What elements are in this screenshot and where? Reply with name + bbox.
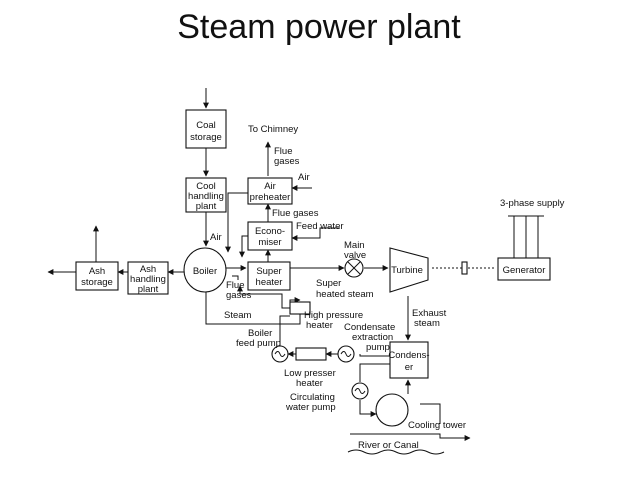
condenser-label-1: Condens- [388, 350, 429, 361]
cooling-out-line [359, 363, 390, 382]
coal-storage-label-2: storage [190, 132, 222, 143]
super-heated-steam-2: heated steam [316, 289, 374, 300]
cwp-label-2: water pump [285, 402, 336, 413]
ash-handling-plant: Ash handling plant [127, 261, 169, 295]
coal-handling-label-1: Cool [196, 181, 216, 192]
river-label: River or Canal [358, 440, 419, 451]
boiler: Boiler [183, 247, 227, 293]
coal-handling-label-2: handling [188, 191, 224, 202]
ash-storage-label-1: Ash [89, 266, 105, 277]
condenser: Condens- er [388, 341, 430, 379]
to-chimney-label: To Chimney [248, 124, 298, 135]
river-wave [347, 449, 445, 455]
cep-label-3: pump [366, 342, 390, 353]
condenser-label-2: er [405, 362, 413, 373]
coal-storage-label-1: Coal [196, 120, 216, 131]
flow-lines [47, 88, 544, 455]
main-valve-label-2: valve [344, 250, 366, 261]
turbine: Turbine [389, 247, 429, 293]
bfp-label-1: Boiler [248, 328, 272, 339]
ash-handling-label-2: handling [130, 274, 166, 285]
cooling-tower-label: Cooling tower [408, 420, 466, 431]
preheated-air-arrow [225, 192, 248, 253]
super-heater-label-2: heater [256, 277, 283, 288]
feed-water-label: Feed water [296, 221, 344, 232]
hp-heater-label-1: High pressure [304, 310, 363, 321]
exhaust-steam-label-1: Exhaust [412, 308, 447, 319]
economiser: Econo- miser [247, 221, 293, 251]
ash-handling-label-3: plant [138, 284, 159, 295]
high-pressure-heater [289, 301, 311, 315]
air-right-label: Air [298, 172, 310, 183]
boiler-feed-pump [271, 345, 289, 363]
river-arrow [350, 433, 471, 441]
economiser-label-2: miser [258, 237, 281, 248]
feed-water-arrow [291, 227, 340, 241]
flue-gases-mid-label: Flue gases [272, 208, 319, 219]
coal-handling-label-3: plant [196, 201, 217, 212]
free-labels: To Chimney Flue gases Air Flue gases Fee… [210, 124, 565, 451]
exhaust-steam-label-2: steam [414, 318, 440, 329]
cooling-tower [375, 393, 409, 427]
shaft-coupling [461, 261, 468, 275]
economiser-to-boiler-arrow [239, 235, 248, 258]
air-left-label: Air [210, 232, 222, 243]
ash-storage-label-2: storage [81, 277, 113, 288]
generator: Generator [497, 257, 551, 281]
three-phase-label: 3-phase supply [500, 198, 565, 209]
super-heated-steam-1: Super [316, 278, 341, 289]
lp-heater-label-2: heater [296, 378, 323, 389]
main-valve [344, 258, 364, 278]
boiler-label: Boiler [193, 266, 217, 277]
flue-gases-low-2: gases [226, 290, 252, 301]
flue-gases-top-1: Flue [274, 146, 292, 157]
lp-heater-label-1: Low presser [284, 368, 336, 379]
economiser-label-1: Econo- [255, 226, 285, 237]
cwp-label-1: Circulating [290, 392, 335, 403]
condensate-extraction-pump [337, 345, 355, 363]
to-cooling-tower-arrow [359, 400, 377, 417]
super-heater-label-1: Super [256, 266, 281, 277]
feed-to-boiler-arrow [237, 285, 290, 309]
low-pressure-heater [295, 347, 327, 361]
super-heater: Super heater [247, 261, 291, 291]
coal-storage: Coal storage [185, 109, 227, 149]
coal-handling-plant: Cool handling plant [185, 177, 227, 213]
circulating-water-pump [351, 382, 369, 400]
main-valve-label-1: Main [344, 240, 365, 251]
flue-lower-line [232, 275, 239, 280]
hp-heater-down [279, 315, 290, 348]
page-title: Steam power plant [177, 8, 461, 46]
turbine-label: Turbine [391, 265, 423, 276]
hp-heater-label-2: heater [306, 320, 333, 331]
air-preheater: Air preheater [247, 177, 293, 205]
cep-label-1: Condensate [344, 322, 395, 333]
generator-label: Generator [503, 265, 546, 276]
bfp-label-2: feed pump [236, 338, 281, 349]
ash-handling-label-1: Ash [140, 264, 156, 275]
steam-label: Steam [224, 310, 252, 321]
air-preheater-label-2: preheater [250, 192, 291, 203]
flue-gases-low-1: Flue [226, 280, 244, 291]
ash-storage: Ash storage [75, 261, 119, 291]
cooling-tower-line [420, 403, 441, 424]
cep-label-2: extraction [352, 332, 393, 343]
flue-gases-top-2: gases [274, 156, 300, 167]
air-preheater-label-1: Air [264, 181, 276, 192]
condenser-out [359, 354, 390, 357]
